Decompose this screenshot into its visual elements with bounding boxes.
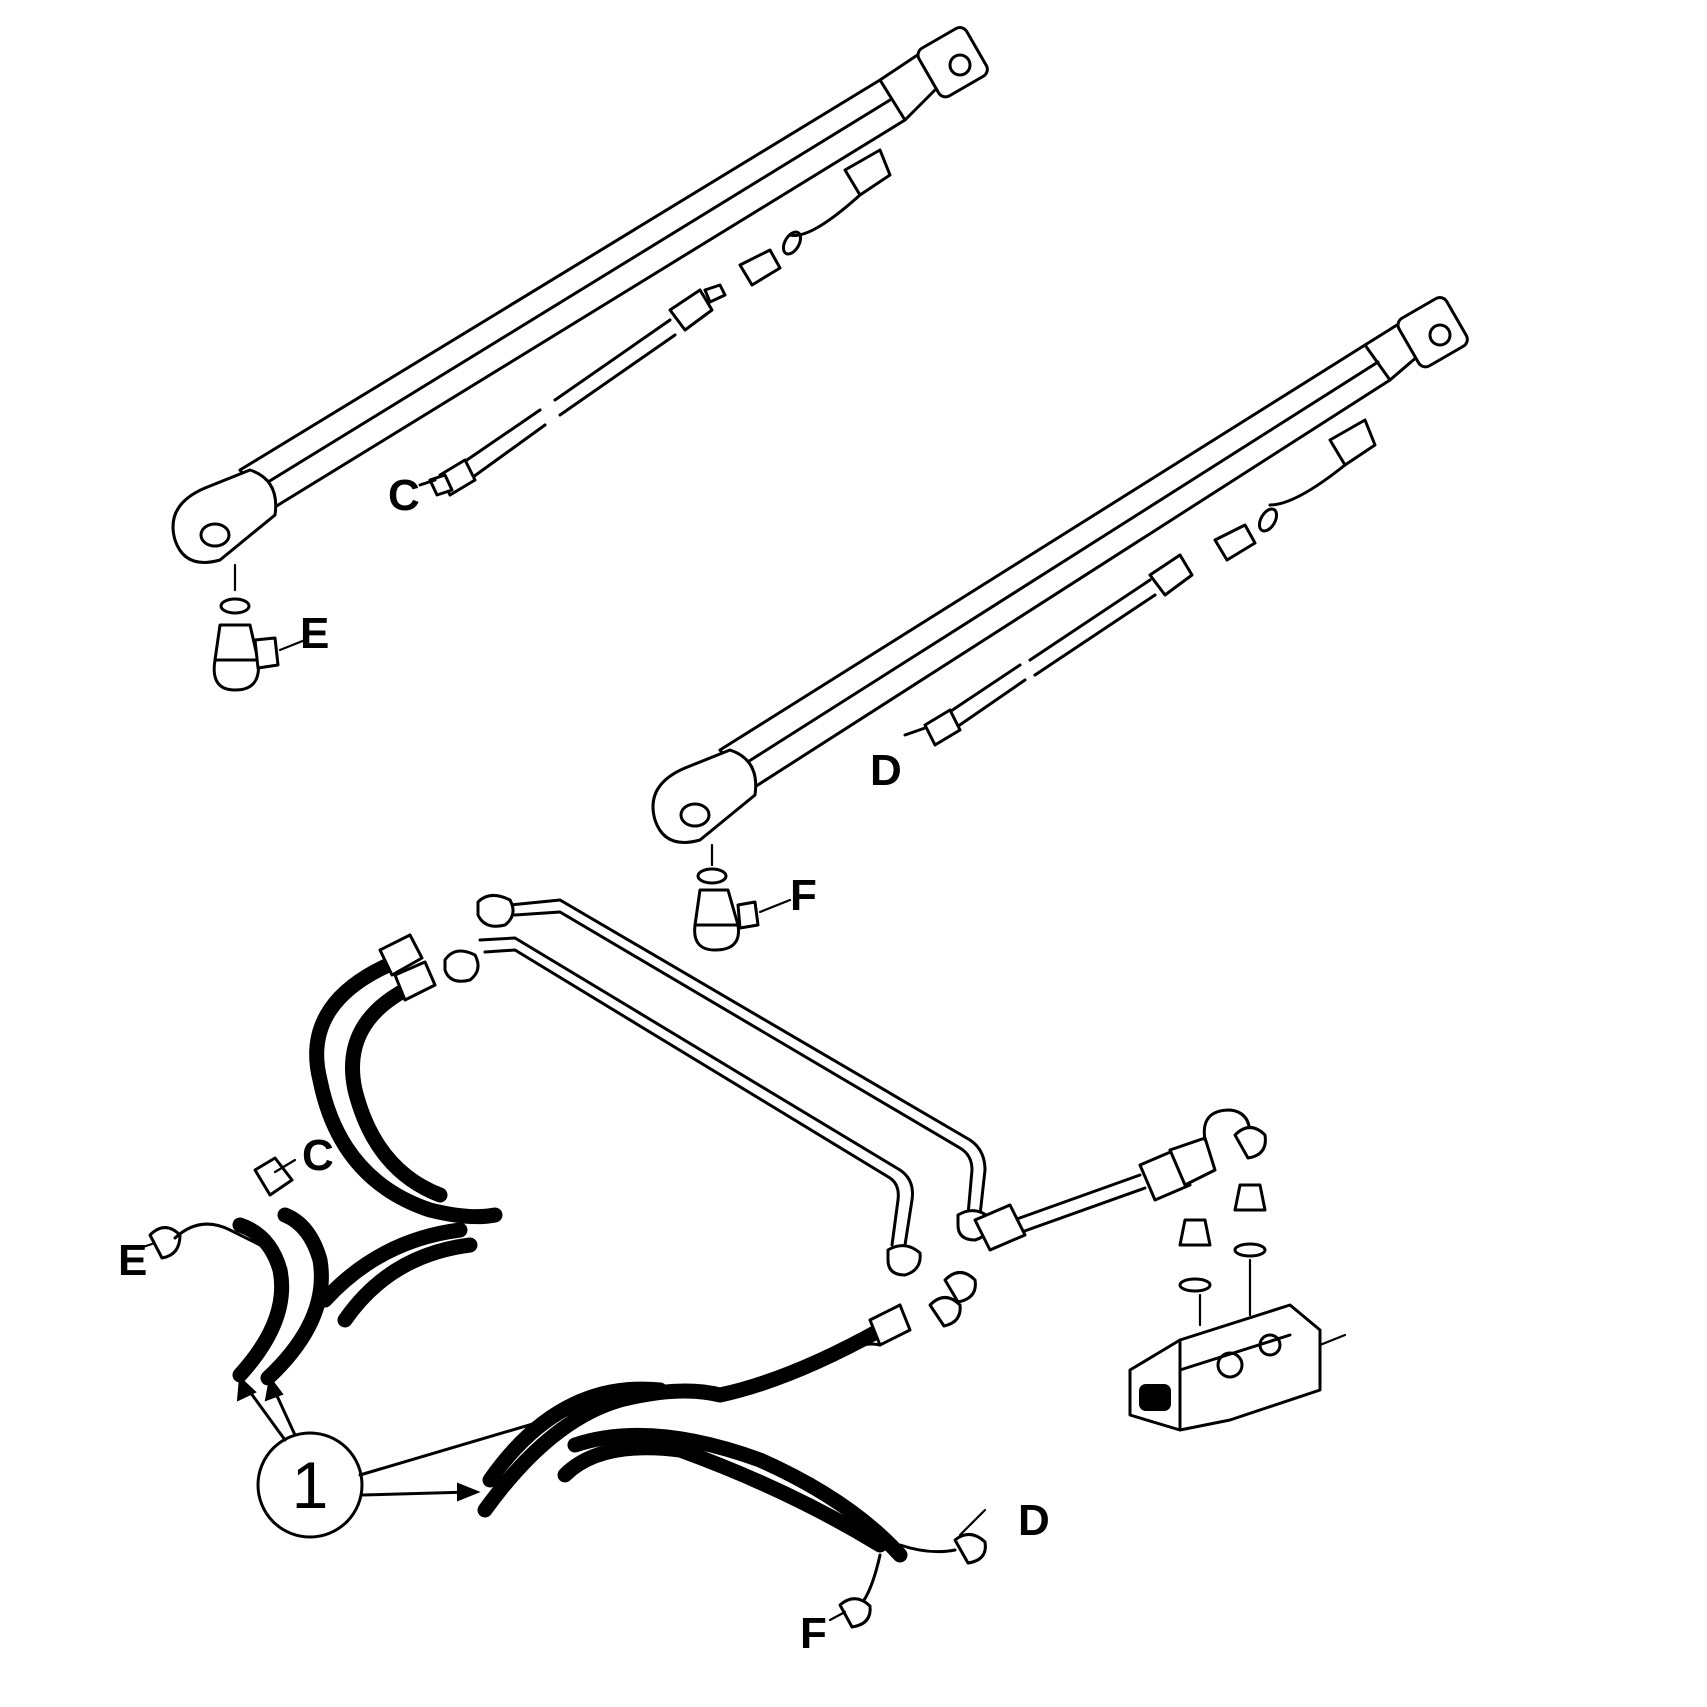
callout-1: 1 xyxy=(236,1375,588,1539)
label-c-upper: C xyxy=(388,471,420,520)
label-d-upper: D xyxy=(870,746,902,795)
lower-cylinder xyxy=(651,296,1469,844)
leader-lines xyxy=(138,1158,987,1622)
part-labels: C E D F C E D F xyxy=(118,471,1050,1658)
label-e-upper: E xyxy=(300,609,329,658)
label-c-lower: C xyxy=(302,1131,334,1180)
label-e-lower: E xyxy=(118,1236,147,1285)
label-f-upper: F xyxy=(790,871,817,920)
upper-fitting-f xyxy=(693,843,792,952)
upper-tube-c xyxy=(418,230,803,497)
hoses xyxy=(232,952,908,1563)
label-f-lower: F xyxy=(800,1609,827,1658)
upper-fitting-e xyxy=(212,563,307,692)
control-valve xyxy=(973,1108,1347,1432)
lower-tube-d xyxy=(903,507,1279,747)
rigid-tubes xyxy=(443,894,992,1277)
label-d-lower: D xyxy=(1018,1496,1050,1545)
upper-cylinder xyxy=(171,26,989,564)
callout-number: 1 xyxy=(292,1448,329,1522)
hose-fittings xyxy=(148,933,987,1629)
